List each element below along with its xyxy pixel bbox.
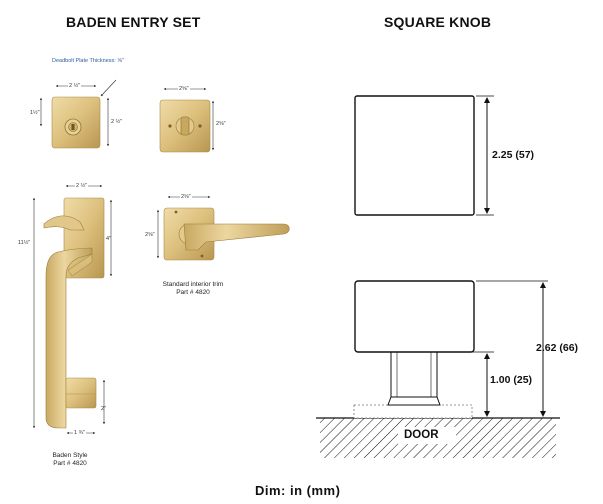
deadbolt-offset-label: 1½": [30, 110, 40, 116]
right-title: SQUARE KNOB: [384, 14, 492, 30]
interior-trim-drawing: [163, 207, 290, 261]
handleset-caption-line1: Baden Style: [52, 452, 88, 459]
trim-caption-line1: Standard interior trim: [162, 281, 224, 288]
handleset-drawing: [43, 197, 105, 429]
deadbolt-height-label: 2 ½": [111, 119, 123, 125]
thumbturn-height-label: 2⅝": [216, 121, 226, 127]
handleset-upper-height-label: 4": [106, 236, 112, 242]
handleset-lower-height-label: 2": [101, 406, 107, 412]
knob-top-view: [354, 95, 475, 216]
knob-face-height-label: 2.25 (57): [492, 149, 535, 161]
handleset-lower-width-label: 1 ¾": [73, 430, 87, 436]
trim-caption: Standard interior trim Part # 4820: [148, 281, 238, 297]
knob-neck-height-label: 1.00 (25): [490, 374, 533, 386]
knob-projection-label: 2.62 (66): [536, 342, 579, 354]
deadbolt-plate: [51, 96, 101, 149]
dimension-units-footer: Dim: in (mm): [255, 483, 341, 498]
door-hatch: [316, 417, 560, 458]
handleset-overall-height-label: 11½": [18, 240, 31, 246]
knob-side-view: [353, 280, 475, 419]
trim-width-label: 2⅝": [180, 194, 192, 200]
door-label: DOOR: [404, 429, 439, 441]
handleset-caption: Baden Style Part # 4820: [40, 452, 100, 468]
thumbturn-width-label: 2⅝": [178, 86, 190, 92]
trim-caption-line2: Part # 4820: [176, 289, 210, 296]
left-title: BADEN ENTRY SET: [66, 14, 201, 30]
deadbolt-thickness-note: Deadbolt Plate Thickness: ⅝": [52, 58, 124, 64]
thumbturn-plate: [159, 99, 211, 153]
trim-height-label: 2⅝": [144, 232, 156, 238]
handleset-width-label: 2 ½": [75, 183, 89, 189]
handleset-caption-line2: Part # 4820: [53, 460, 87, 467]
deadbolt-width-label: 2 ½": [68, 83, 82, 89]
